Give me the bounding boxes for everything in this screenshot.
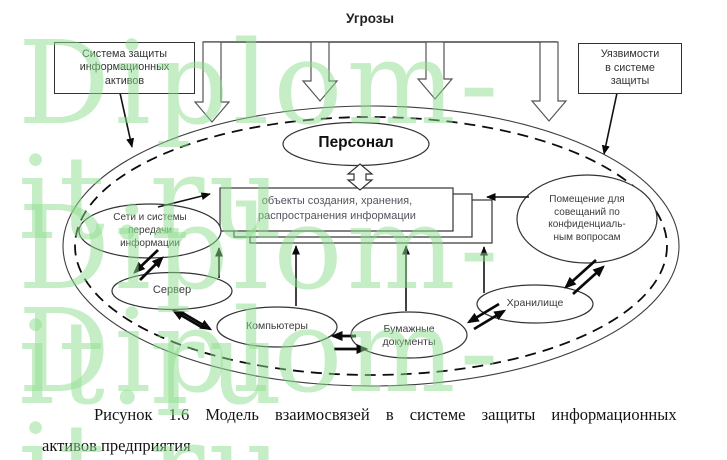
left-box-arrow	[119, 92, 135, 148]
perimeter-ellipse-dashed	[74, 116, 668, 376]
personnel-ellipse	[282, 121, 430, 167]
server-label: Сервер	[152, 284, 192, 296]
paper-storage-link-up	[473, 309, 507, 331]
networks-label: Сети и системы передачи информации	[113, 212, 187, 249]
vulnerabilities-box: Уязвимости в системе защиты	[578, 43, 682, 94]
networks-to-objects-arrow	[157, 192, 211, 208]
computers-ellipse	[216, 306, 338, 348]
server-ellipse	[111, 271, 233, 311]
threats-title: Угрозы	[345, 11, 395, 26]
figure-caption-line2: активов предприятия	[42, 436, 191, 455]
protection-system-box-label: Система защиты информационных активов	[79, 47, 170, 87]
paper-docs-label: Бумажные документы	[382, 323, 436, 349]
bidirectional-links	[133, 249, 605, 354]
perimeter-ellipse-outer	[62, 105, 680, 387]
personnel-objects-double-arrow	[346, 163, 374, 191]
networks-server-link-up	[139, 256, 164, 281]
objects-rect-front	[219, 187, 454, 232]
storage-meeting-link-down	[564, 258, 597, 289]
protection-system-box: Система защиты информационных активов	[54, 42, 195, 94]
storage-meeting-link-up	[572, 265, 605, 296]
figure-caption-line1: Рисунок 1.6 Модель взаимосвязей в систем…	[94, 405, 677, 424]
meeting-room-label: Помещение для совещаний по конфиденциаль…	[548, 194, 626, 243]
threat-arrow-3	[416, 41, 454, 100]
threat-arrow-2	[301, 41, 339, 102]
threat-arrow-4	[530, 41, 568, 122]
vulnerabilities-box-label: Уязвимости в системе защиты	[600, 48, 660, 88]
computers-label: Компьютеры	[246, 320, 308, 332]
storage-label: Хранилище	[506, 297, 564, 309]
server-computers-link-down	[180, 310, 213, 331]
threat-arrow-1	[193, 41, 231, 123]
threat-arrows	[193, 41, 568, 123]
meeting-room-ellipse	[516, 174, 658, 264]
objects-label: объекты создания, хранения, распростране…	[258, 195, 416, 223]
server-computers-link-up	[171, 309, 204, 330]
personnel-label: Персонал	[318, 134, 394, 151]
networks-server-link-down	[133, 249, 159, 274]
paper-storage-link-down	[466, 302, 500, 324]
right-box-arrow	[601, 92, 618, 155]
